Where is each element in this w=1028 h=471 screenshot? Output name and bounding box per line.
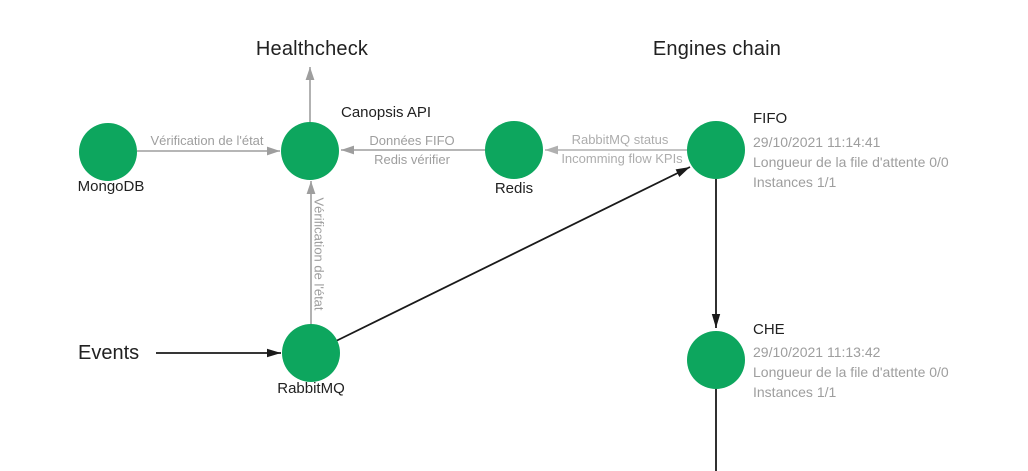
node-redis[interactable] bbox=[485, 121, 543, 179]
edge-label-mongodb-to-canopsis: Vérification de l'état bbox=[150, 133, 264, 148]
che-queue-length: Longueur de la file d'attente 0/0 bbox=[753, 364, 949, 380]
events-label: Events bbox=[78, 342, 140, 364]
fifo-label: FIFO bbox=[753, 110, 788, 127]
che-label: CHE bbox=[753, 321, 785, 338]
fifo-queue-length: Longueur de la file d'attente 0/0 bbox=[753, 154, 949, 170]
edge-label-redis-to-canopsis-bottom: Redis vérifier bbox=[374, 152, 450, 167]
fifo-timestamp: 29/10/2021 11:14:41 bbox=[753, 134, 881, 150]
node-mongodb[interactable] bbox=[79, 123, 137, 181]
rabbitmq-label: RabbitMQ bbox=[277, 380, 345, 397]
node-che[interactable] bbox=[687, 331, 745, 389]
healthcheck-title: Healthcheck bbox=[255, 38, 369, 60]
fifo-instances: Instances 1/1 bbox=[753, 174, 837, 190]
edge-label-fifo-to-redis-bottom: Incomming flow KPIs bbox=[561, 151, 683, 166]
node-rabbitmq[interactable] bbox=[282, 324, 340, 382]
che-timestamp: 29/10/2021 11:13:42 bbox=[753, 344, 881, 360]
engines-chain-title: Engines chain bbox=[652, 38, 782, 60]
edge-label-fifo-to-redis-top: RabbitMQ status bbox=[571, 132, 669, 147]
redis-label: Redis bbox=[494, 180, 534, 197]
che-instances: Instances 1/1 bbox=[753, 384, 837, 400]
node-canopsis-api[interactable] bbox=[281, 122, 339, 180]
edge-label-rabbitmq-to-canopsis: Vérification de l'état bbox=[311, 197, 327, 311]
edge-label-redis-to-canopsis-top: Données FIFO bbox=[369, 133, 455, 148]
mongodb-label: MongoDB bbox=[77, 178, 145, 195]
edge-rabbitmq-to-fifo bbox=[335, 166, 691, 342]
node-fifo[interactable] bbox=[687, 121, 745, 179]
canopsis-api-label: Canopsis API bbox=[341, 104, 432, 121]
